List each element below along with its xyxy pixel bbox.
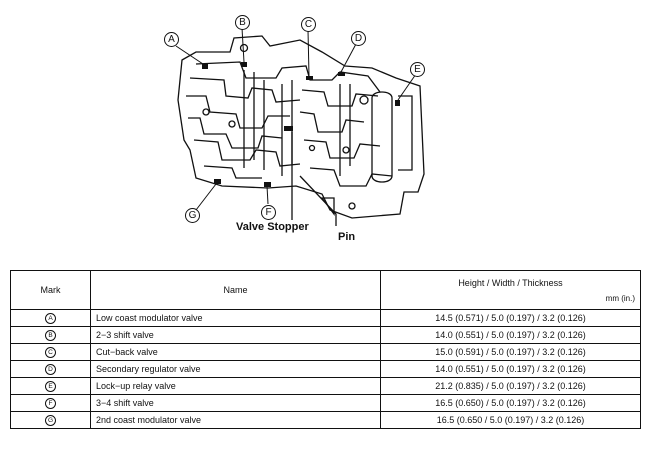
valve-stopper-label: Valve Stopper (236, 221, 309, 233)
header-name: Name (90, 270, 381, 310)
table-header-row: Mark Name Height / Width / Thickness mm … (10, 270, 641, 310)
header-dims: Height / Width / Thickness mm (in.) (380, 270, 641, 310)
table-row: B 2−3 shift valve 14.0 (0.551) / 5.0 (0.… (10, 326, 641, 344)
valve-mark-e (395, 100, 400, 106)
table-row: E Lock−up relay valve 21.2 (0.835) / 5.0… (10, 377, 641, 395)
valve-mark-c (306, 76, 313, 80)
row-name: Lock−up relay valve (90, 377, 381, 395)
mark-circle: A (45, 313, 56, 324)
row-mark: E (10, 377, 91, 395)
valve-stopper-mark (284, 126, 293, 131)
valve-mark-b (241, 62, 247, 67)
row-value: 16.5 (0.650) / 5.0 (0.197) / 3.2 (0.126) (380, 394, 641, 412)
row-mark: A (10, 309, 91, 327)
header-mark: Mark (10, 270, 91, 310)
table-row: F 3−4 shift valve 16.5 (0.650) / 5.0 (0.… (10, 394, 641, 412)
row-mark: B (10, 326, 91, 344)
row-mark: D (10, 360, 91, 378)
row-name: 2nd coast modulator valve (90, 411, 381, 429)
row-value: 16.5 (0.650 / 5.0 (0.197) / 3.2 (0.126) (380, 411, 641, 429)
callout-g: G (185, 208, 200, 223)
callout-c: C (301, 17, 316, 32)
row-name: Secondary regulator valve (90, 360, 381, 378)
header-units: mm (in.) (605, 293, 635, 303)
valve-spec-table: Mark Name Height / Width / Thickness mm … (10, 270, 641, 429)
valve-mark-g (214, 179, 221, 184)
row-value: 21.2 (0.835) / 5.0 (0.197) / 3.2 (0.126) (380, 377, 641, 395)
callout-a: A (164, 32, 179, 47)
valve-mark-d (338, 72, 345, 76)
header-dims-label: Height / Width / Thickness (458, 277, 563, 288)
valve-body-drawing (175, 27, 425, 226)
mark-circle: C (45, 347, 56, 358)
mark-circle: D (45, 364, 56, 375)
pin-label: Pin (338, 231, 356, 243)
table-row: A Low coast modulator valve 14.5 (0.571)… (10, 309, 641, 327)
row-name: Low coast modulator valve (90, 309, 381, 327)
row-mark: F (10, 394, 91, 412)
table-row: G 2nd coast modulator valve 16.5 (0.650 … (10, 411, 641, 429)
mark-circle: G (45, 415, 56, 426)
row-name: 3−4 shift valve (90, 394, 381, 412)
row-value: 14.5 (0.571) / 5.0 (0.197) / 3.2 (0.126) (380, 309, 641, 327)
row-value: 14.0 (0.551) / 5.0 (0.197) / 3.2 (0.126) (380, 360, 641, 378)
callout-f: F (261, 205, 276, 220)
table-row: D Secondary regulator valve 14.0 (0.551)… (10, 360, 641, 378)
mark-circle: F (45, 398, 56, 409)
row-name: 2−3 shift valve (90, 326, 381, 344)
row-mark: C (10, 343, 91, 361)
mark-circle: E (45, 381, 56, 392)
valve-body-diagram: A B C D E F G Valve Stopper Pin (164, 15, 425, 243)
valve-body-outline (177, 35, 425, 219)
row-value: 14.0 (0.551) / 5.0 (0.197) / 3.2 (0.126) (380, 326, 641, 344)
row-value: 15.0 (0.591) / 5.0 (0.197) / 3.2 (0.126) (380, 343, 641, 361)
callout-e: E (410, 62, 425, 77)
row-name: Cut−back valve (90, 343, 381, 361)
row-mark: G (10, 411, 91, 429)
valve-mark-f (264, 182, 271, 187)
table-row: C Cut−back valve 15.0 (0.591) / 5.0 (0.1… (10, 343, 641, 361)
mark-circle: B (45, 330, 56, 341)
callout-d: D (351, 31, 366, 46)
valve-mark-a (202, 64, 208, 69)
callout-b: B (235, 15, 250, 30)
